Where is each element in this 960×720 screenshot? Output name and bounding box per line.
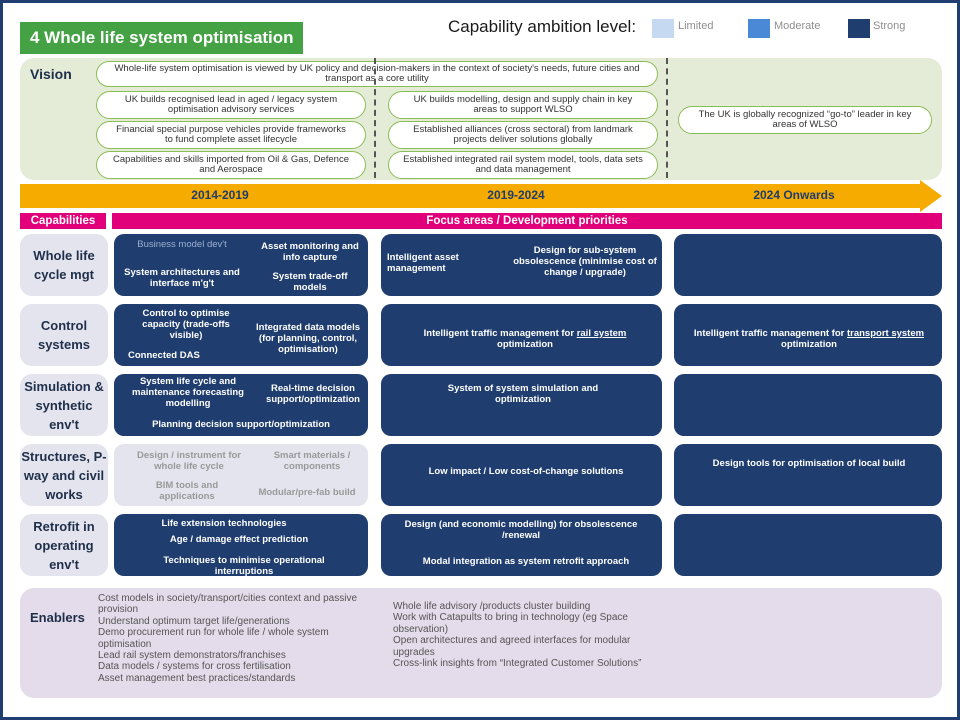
enabler-item: Cross-link insights from “Integrated Cus… (393, 658, 642, 670)
timeline-arrowhead (920, 180, 942, 212)
capability-item: Real-time decision support/optimization (266, 383, 360, 405)
focus-block-empty (674, 234, 942, 296)
focus-block-empty (674, 374, 942, 436)
focus-item: System of system simulation and optimiza… (447, 383, 599, 405)
focus-item: Intelligent asset management (387, 252, 459, 274)
focus-areas-header: Focus areas / Development priorities (112, 213, 942, 229)
vision-col1-item: UK builds recognised lead in aged / lega… (96, 91, 366, 119)
capability-item: Business model dev't (137, 239, 227, 250)
period-divider (374, 58, 376, 178)
capability-block: Business model dev't Asset monitoring an… (114, 234, 368, 296)
period-label: 2019-2024 (487, 188, 545, 202)
enabler-item: Demo procurement run for whole life / wh… (98, 627, 329, 650)
capability-item: System architectures and interface m'g't (124, 267, 240, 289)
capability-item: Smart materials / components (273, 450, 351, 472)
capability-item: Integrated data models (for planning, co… (256, 322, 360, 355)
row-label-retrofit: Retrofit in operating env't (20, 514, 108, 576)
capability-item: System life cycle and maintenance foreca… (132, 376, 244, 409)
capability-block: Design / instrument for whole life cycle… (114, 444, 368, 506)
capability-item: Control to optimise capacity (trade-offs… (142, 308, 230, 341)
timeline-bar (20, 184, 922, 208)
enablers-col1: Cost models in society/transport/cities … (98, 593, 366, 684)
legend-swatch-limited (652, 19, 674, 38)
enablers-band (20, 588, 942, 698)
enabler-item: Data models / systems for cross fertilis… (98, 661, 291, 673)
period-label: 2024 Onwards (753, 188, 835, 202)
enablers-label: Enablers (30, 610, 85, 625)
enabler-item: Work with Catapults to bring in technolo… (393, 612, 628, 635)
row-label-whole-life-cycle: Whole life cycle mgt (20, 234, 108, 296)
vision-top-statement: Whole-life system optimisation is viewed… (96, 61, 658, 87)
vision-col3-item: The UK is globally recognized “go-to” le… (678, 106, 932, 134)
focus-item: Intelligent traffic management for rail … (423, 328, 627, 350)
enabler-item: Asset management best practices/standard… (98, 672, 296, 684)
capability-block: Life extension technologies Age / damage… (114, 514, 368, 577)
legend-swatch-moderate (748, 19, 770, 38)
legend-label-moderate: Moderate (774, 20, 821, 32)
legend-title: Capability ambition level: (448, 17, 637, 36)
period-label: 2014-2019 (191, 188, 249, 202)
slide-title: 4 Whole life system optimisation (20, 22, 303, 54)
vision-col2-item: UK builds modelling, design and supply c… (388, 91, 658, 119)
focus-block: Low impact / Low cost-of-change solution… (381, 444, 662, 506)
vision-col2-item: Established alliances (cross sectoral) f… (388, 121, 658, 149)
focus-item: Modal integration as system retrofit app… (422, 556, 630, 567)
enabler-item: Lead rail system demonstrators/franchise… (98, 650, 286, 662)
enabler-item: Cost models in society/transport/cities … (98, 593, 358, 616)
focus-block: Intelligent traffic management for rail … (381, 304, 662, 366)
row-label-structures: Structures, P-way and civil works (20, 444, 108, 506)
focus-block: Design (and economic modelling) for obso… (381, 514, 662, 576)
legend-label-strong: Strong (873, 20, 906, 32)
focus-block: Design tools for optimisation of local b… (674, 444, 942, 506)
enabler-item: Whole life advisory /products cluster bu… (393, 601, 591, 612)
capability-item: Modular/pre-fab build (258, 487, 356, 498)
row-label-simulation: Simulation & synthetic env't (20, 374, 108, 436)
focus-item: Design (and economic modelling) for obso… (404, 519, 638, 541)
capability-item: Techniques to minimise operational inter… (163, 555, 325, 577)
capability-item: Design / instrument for whole life cycle (137, 450, 241, 472)
row-label-control-systems: Control systems (20, 304, 108, 366)
vision-col1-item: Capabilities and skills imported from Oi… (96, 151, 366, 179)
focus-block: Intelligent traffic management for trans… (674, 304, 942, 366)
legend-label-limited: Limited (678, 20, 714, 32)
capability-item: Asset monitoring and info capture (261, 241, 359, 263)
legend-swatch-strong (848, 19, 870, 38)
capability-item: Planning decision support/optimization (152, 419, 330, 430)
enablers-col2: Whole life advisory /products cluster bu… (393, 601, 651, 669)
capability-block: Control to optimise capacity (trade-offs… (114, 304, 368, 366)
vision-label: Vision (30, 66, 72, 82)
capabilities-header: Capabilities (20, 213, 106, 229)
capability-item: System trade-off models (272, 271, 348, 293)
enabler-item: Understand optimum target life/generatio… (98, 615, 290, 627)
capability-item: Connected DAS (128, 350, 200, 361)
focus-block: System of system simulation and optimiza… (381, 374, 662, 436)
period-divider (666, 58, 668, 178)
focus-block: Intelligent asset management Design for … (381, 234, 662, 296)
enabler-item: Open architectures and agreed interfaces… (393, 635, 631, 658)
vision-col2-item: Established integrated rail system model… (388, 151, 658, 179)
focus-item: Design tools for optimisation of local b… (712, 458, 906, 469)
capability-block: System life cycle and maintenance foreca… (114, 374, 368, 436)
capability-item: Age / damage effect prediction (169, 534, 309, 545)
focus-item: Low impact / Low cost-of-change solution… (428, 466, 624, 477)
capability-item: Life extension technologies (161, 518, 287, 529)
focus-item: Design for sub-system obsolescence (mini… (513, 245, 657, 278)
focus-block-empty (674, 514, 942, 576)
vision-col1-item: Financial special purpose vehicles provi… (96, 121, 366, 149)
focus-item: Intelligent traffic management for trans… (693, 328, 925, 350)
capability-item: BIM tools and applications (155, 480, 219, 502)
